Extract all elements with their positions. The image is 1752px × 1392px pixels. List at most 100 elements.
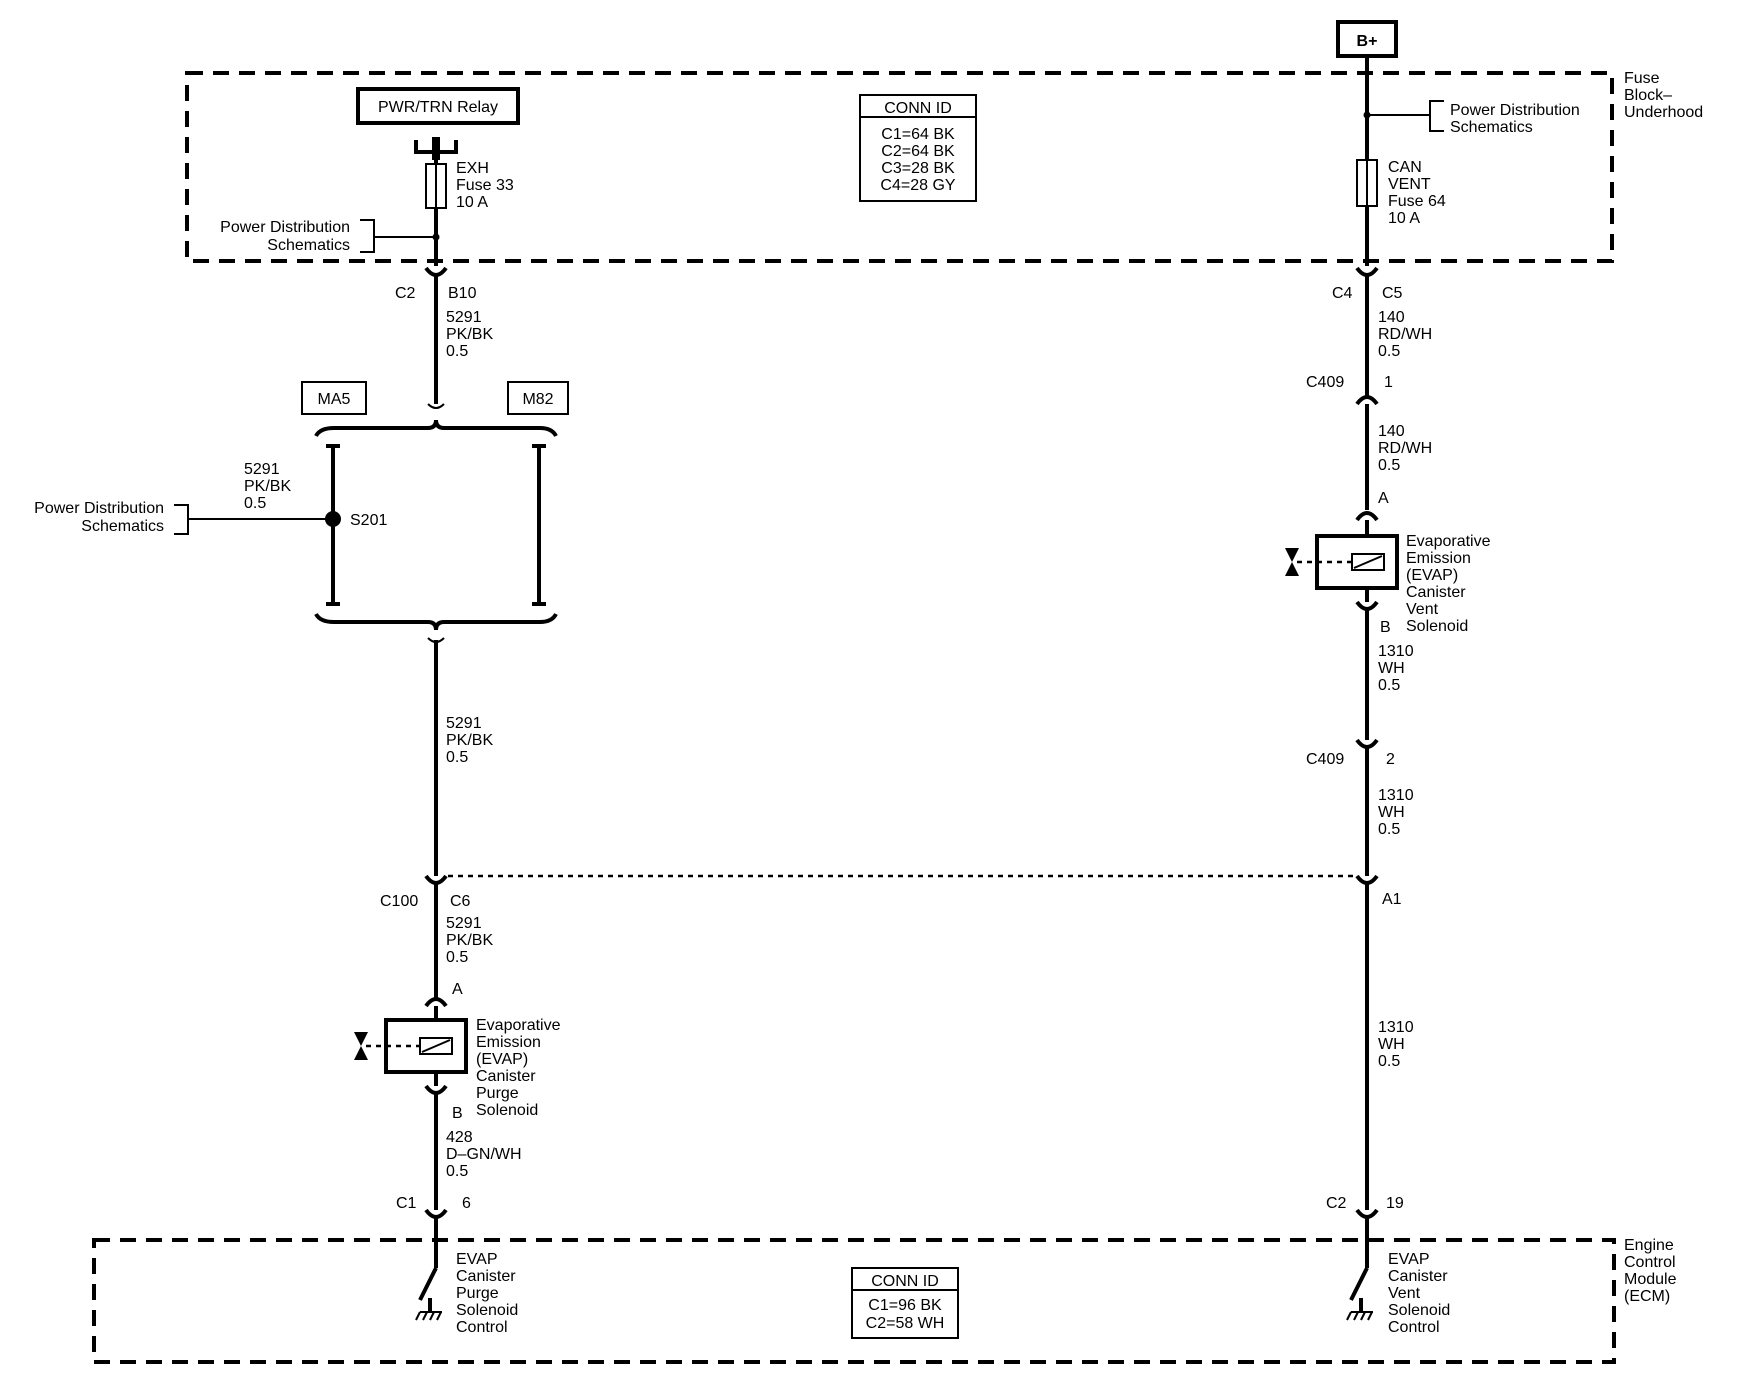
ecm-conn-id-table: CONN ID C1=96 BK C2=58 WH [851,1267,959,1339]
left-wire-1-circuit: 5291 [446,309,482,326]
ecm-vent-control-2: Canister [1388,1268,1448,1285]
left-wire-1-size: 0.5 [446,343,468,360]
right-wire-4-color: WH [1378,804,1405,821]
ecm-label-2: Control [1624,1254,1676,1271]
fuse-block-label-3: Underhood [1624,104,1703,121]
fuse-33-rating: 10 A [456,194,488,211]
left-conn-c100: C100 [380,893,418,910]
ecm-vent-control-3: Vent [1388,1285,1421,1302]
vent-solenoid-name-5: Vent [1406,601,1439,618]
right-conn-c409-lower: C409 [1306,751,1344,768]
fuse-64-rating: 10 A [1388,210,1420,227]
left-wire-1-color: PK/BK [446,326,493,343]
left-wire-2-circuit: 5291 [446,715,482,732]
left-wire-4-circuit: 428 [446,1129,473,1146]
battery-positive-label: B+ [1357,33,1378,50]
fuse-33-name: EXH [456,160,489,177]
right-wire-1-size: 0.5 [1378,343,1400,360]
fuse-block-conn-id-title: CONN ID [884,100,952,117]
power-distribution-ref-3-line-1: Power Distribution [34,500,164,517]
power-distribution-ref-3-line-2: Schematics [81,518,164,535]
left-pin-b10: B10 [448,285,477,302]
ecm-conn-id-title: CONN ID [871,1273,939,1290]
splice-wire-size: 0.5 [244,495,266,512]
vent-solenoid-pin-a: A [1378,490,1389,507]
fuse-block-conn-id-row-1: C1=64 BK [881,126,955,143]
ecm-purge-control-4: Solenoid [456,1302,518,1319]
right-wire-5-color: WH [1378,1036,1405,1053]
ecm-purge-control-2: Canister [456,1268,516,1285]
ecm-conn-id-row-1: C1=96 BK [868,1297,942,1314]
right-wire-3-circuit: 1310 [1378,643,1414,660]
power-distribution-ref-1-line-1: Power Distribution [220,219,350,236]
purge-solenoid-name-4: Canister [476,1068,536,1085]
purge-solenoid-pin-b: B [452,1105,463,1122]
vent-solenoid-symbol [1285,534,1399,590]
right-wire-3-color: WH [1378,660,1405,677]
fuse-block-conn-id-table: CONN ID C1=64 BK C2=64 BK C3=28 BK C4=28… [859,94,977,202]
ecm-label-1: Engine [1624,1237,1674,1254]
right-conn-c409-upper: C409 [1306,374,1344,391]
purge-solenoid-name-6: Solenoid [476,1102,538,1119]
vent-control-switch [1346,1248,1373,1321]
right-pin-c5: C5 [1382,285,1403,302]
option-m82-label: M82 [522,391,553,408]
left-pin-6: 6 [462,1195,471,1212]
ecm-vent-control-5: Control [1388,1319,1440,1336]
right-pin-1: 1 [1384,374,1393,391]
purge-control-switch [415,1248,442,1321]
right-wire-1-color: RD/WH [1378,326,1432,343]
left-conn-c2: C2 [395,285,416,302]
left-wire-3-color: PK/BK [446,932,493,949]
power-distribution-ref-1-line-2: Schematics [267,237,350,254]
vent-solenoid-name-2: Emission [1406,550,1471,567]
ecm-purge-control-3: Purge [456,1285,499,1302]
pwr-trn-relay-label: PWR/TRN Relay [378,99,498,116]
vent-solenoid-pin-b: B [1380,619,1391,636]
right-conn-c4: C4 [1332,285,1353,302]
right-wire-5-circuit: 1310 [1378,1019,1414,1036]
purge-solenoid-name-2: Emission [476,1034,541,1051]
right-wire-3-size: 0.5 [1378,677,1400,694]
ecm-label-4: (ECM) [1624,1288,1670,1305]
vent-solenoid-name-4: Canister [1406,584,1466,601]
right-pin-19: 19 [1386,1195,1404,1212]
vent-solenoid-name-6: Solenoid [1406,618,1468,635]
fuse-33-number: Fuse 33 [456,177,514,194]
ecm-label-3: Module [1624,1271,1677,1288]
left-wire-4-color: D–GN/WH [446,1146,522,1163]
fuse-block-conn-id-row-2: C2=64 BK [881,143,955,160]
right-wire-5-size: 0.5 [1378,1053,1400,1070]
right-conn-c2: C2 [1326,1195,1347,1212]
left-wire-4-size: 0.5 [446,1163,468,1180]
fuse-block-label-2: Block– [1624,87,1672,104]
purge-solenoid-pin-a: A [452,981,463,998]
left-conn-c1: C1 [396,1195,417,1212]
right-pin-a1: A1 [1382,891,1402,908]
purge-solenoid-name-1: Evaporative [476,1017,561,1034]
splice-wire-circuit: 5291 [244,461,280,478]
vent-solenoid-name-3: (EVAP) [1406,567,1458,584]
right-wire-2-size: 0.5 [1378,457,1400,474]
ecm-vent-control-1: EVAP [1388,1251,1430,1268]
right-wire-2-circuit: 140 [1378,423,1405,440]
right-wire-1-circuit: 140 [1378,309,1405,326]
ecm-vent-control-4: Solenoid [1388,1302,1450,1319]
ecm-conn-id-row-2: C2=58 WH [866,1315,945,1332]
battery-positive-box: B+ [1336,20,1398,58]
ecm-purge-control-1: EVAP [456,1251,498,1268]
left-wire-2-size: 0.5 [446,749,468,766]
splice-wire-color: PK/BK [244,478,291,495]
fuse-64-number: Fuse 64 [1388,193,1446,210]
right-wire-4-size: 0.5 [1378,821,1400,838]
fuse-block-label-1: Fuse [1624,70,1660,87]
fuse-block-conn-id-row-3: C3=28 BK [881,160,955,177]
right-wire-2-color: RD/WH [1378,440,1432,457]
ecm-boundary [92,1238,1616,1364]
power-distribution-ref-2-line-2: Schematics [1450,119,1533,136]
fuse-block-conn-id-row-4: C4=28 GY [880,177,955,194]
fuse-64-name-1: CAN [1388,159,1422,176]
left-wire-2-color: PK/BK [446,732,493,749]
pwr-trn-relay-box: PWR/TRN Relay [356,87,520,125]
left-wire-3-size: 0.5 [446,949,468,966]
